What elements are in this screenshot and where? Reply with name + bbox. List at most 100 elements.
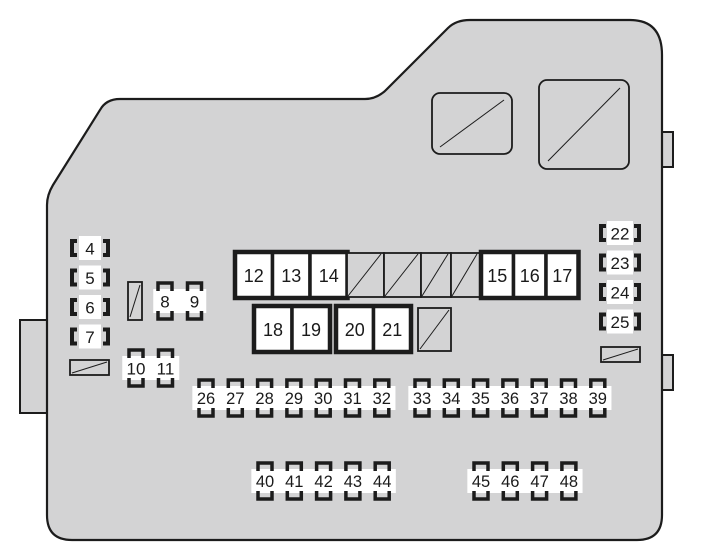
fuse-19[interactable]: 19 xyxy=(290,304,332,354)
fuse-43[interactable]: 43 xyxy=(344,461,362,501)
fuse-terminal xyxy=(373,461,391,471)
fuse-33[interactable]: 33 xyxy=(413,378,431,418)
fuse-27[interactable]: 27 xyxy=(226,378,244,418)
fuse-5[interactable]: 5 xyxy=(70,265,110,290)
fuse-47[interactable]: 47 xyxy=(530,461,549,501)
fuse-18[interactable]: 18 xyxy=(252,304,294,354)
fuse-terminal xyxy=(530,461,549,471)
fuse-10[interactable]: 10 xyxy=(127,348,146,388)
fuse-number-label: 17 xyxy=(552,266,572,286)
fuse-terminal xyxy=(634,283,641,301)
fuse-11[interactable]: 11 xyxy=(157,348,175,388)
fuse-terminal xyxy=(70,268,77,287)
fuse-32[interactable]: 32 xyxy=(373,378,391,418)
fuse-number-label: 47 xyxy=(530,473,548,491)
fuse-17[interactable]: 17 xyxy=(544,250,581,300)
fuse-label-bg xyxy=(607,309,633,334)
fuse-number-label: 4 xyxy=(85,240,94,259)
fuse-label-bg xyxy=(79,236,101,260)
fuse-45[interactable]: 45 xyxy=(472,461,490,501)
fuse-terminal xyxy=(156,311,174,321)
fuse-terminal xyxy=(103,239,110,257)
fuse-48[interactable]: 48 xyxy=(560,461,578,501)
fuse-terminal xyxy=(559,378,578,388)
fuse-22[interactable]: 22 xyxy=(599,221,641,245)
fuse-26[interactable]: 26 xyxy=(197,378,215,418)
fuse-4[interactable]: 4 xyxy=(70,236,110,260)
fuse-terminal xyxy=(373,378,391,388)
fuse-14[interactable]: 14 xyxy=(308,250,350,300)
fuse-30[interactable]: 30 xyxy=(314,378,332,418)
fuse-number-label: 13 xyxy=(281,266,301,286)
fuse-terminal xyxy=(472,491,490,501)
fuse-8[interactable]: 8 xyxy=(156,281,174,321)
fuse-terminal xyxy=(501,461,520,471)
fuse-38[interactable]: 38 xyxy=(559,378,578,418)
fuse-row-label-band xyxy=(122,356,180,380)
fuse-terminal xyxy=(314,378,332,388)
fuse-number-label: 22 xyxy=(611,225,630,244)
fuse-terminal xyxy=(314,491,333,501)
fuse-terminal xyxy=(314,461,333,471)
fuse-number-label: 16 xyxy=(520,266,540,286)
fuse-28[interactable]: 28 xyxy=(255,378,274,418)
slash-icon xyxy=(451,253,478,297)
fuse-39[interactable]: 39 xyxy=(589,378,607,418)
fuse-25[interactable]: 25 xyxy=(599,309,641,334)
fuse-terminal xyxy=(501,491,520,501)
fuse-12[interactable]: 12 xyxy=(233,250,275,300)
fuse-31[interactable]: 31 xyxy=(343,378,362,418)
fuse-number-label: 5 xyxy=(85,269,94,288)
fuse-terminal xyxy=(599,312,606,331)
slash-icon xyxy=(384,253,419,297)
fuse-20[interactable]: 20 xyxy=(334,304,376,354)
fuse-6[interactable]: 6 xyxy=(70,295,110,319)
fuse-37[interactable]: 37 xyxy=(530,378,548,418)
fuse-21[interactable]: 21 xyxy=(371,304,413,354)
fuse-terminal xyxy=(70,327,77,346)
relay-slash-icon xyxy=(71,361,108,374)
fuse-44[interactable]: 44 xyxy=(373,461,391,501)
fuse-40[interactable]: 40 xyxy=(256,461,274,501)
fuse-number-label: 48 xyxy=(560,473,578,491)
fuse-row-label-band xyxy=(251,469,396,493)
fuse-23[interactable]: 23 xyxy=(599,250,641,275)
fuse-number-label: 23 xyxy=(611,254,630,273)
fuse-number-label: 33 xyxy=(413,390,431,408)
fuse-terminal xyxy=(530,378,548,388)
fuse-number-label: 37 xyxy=(530,390,548,408)
fuse-number-label: 44 xyxy=(373,473,391,491)
fuse-number-label: 24 xyxy=(611,284,630,303)
fuse-cell xyxy=(371,304,413,354)
fuse-41[interactable]: 41 xyxy=(285,461,303,501)
fuse-terminal xyxy=(530,491,549,501)
fuse-terminal xyxy=(185,281,204,291)
fuse-terminal xyxy=(559,408,578,418)
fuse-terminal xyxy=(599,224,606,242)
fuse-terminal xyxy=(285,408,303,418)
fuse-number-label: 20 xyxy=(345,320,365,340)
fuse-13[interactable]: 13 xyxy=(270,250,312,300)
fuse-terminal xyxy=(560,461,578,471)
fuse-terminal xyxy=(343,378,362,388)
fuse-35[interactable]: 35 xyxy=(471,378,490,418)
fuse-number-label: 15 xyxy=(487,266,507,286)
fuse-42[interactable]: 42 xyxy=(314,461,333,501)
fuse-34[interactable]: 34 xyxy=(442,378,461,418)
fuse-number-label: 45 xyxy=(472,473,490,491)
fuse-9[interactable]: 9 xyxy=(185,281,204,321)
relay-small-left xyxy=(69,359,110,376)
fuse-15[interactable]: 15 xyxy=(479,250,516,300)
fuse-7[interactable]: 7 xyxy=(70,324,110,349)
fuse-46[interactable]: 46 xyxy=(501,461,520,501)
fuse-terminal xyxy=(589,378,607,388)
fuse-number-label: 41 xyxy=(285,473,303,491)
fuse-16[interactable]: 16 xyxy=(511,250,548,300)
fuse-number-label: 8 xyxy=(160,293,169,312)
fuse-29[interactable]: 29 xyxy=(285,378,303,418)
fuse-36[interactable]: 36 xyxy=(501,378,519,418)
fuse-terminal xyxy=(442,408,461,418)
fuse-24[interactable]: 24 xyxy=(599,280,641,304)
fuse-terminal xyxy=(185,311,204,321)
